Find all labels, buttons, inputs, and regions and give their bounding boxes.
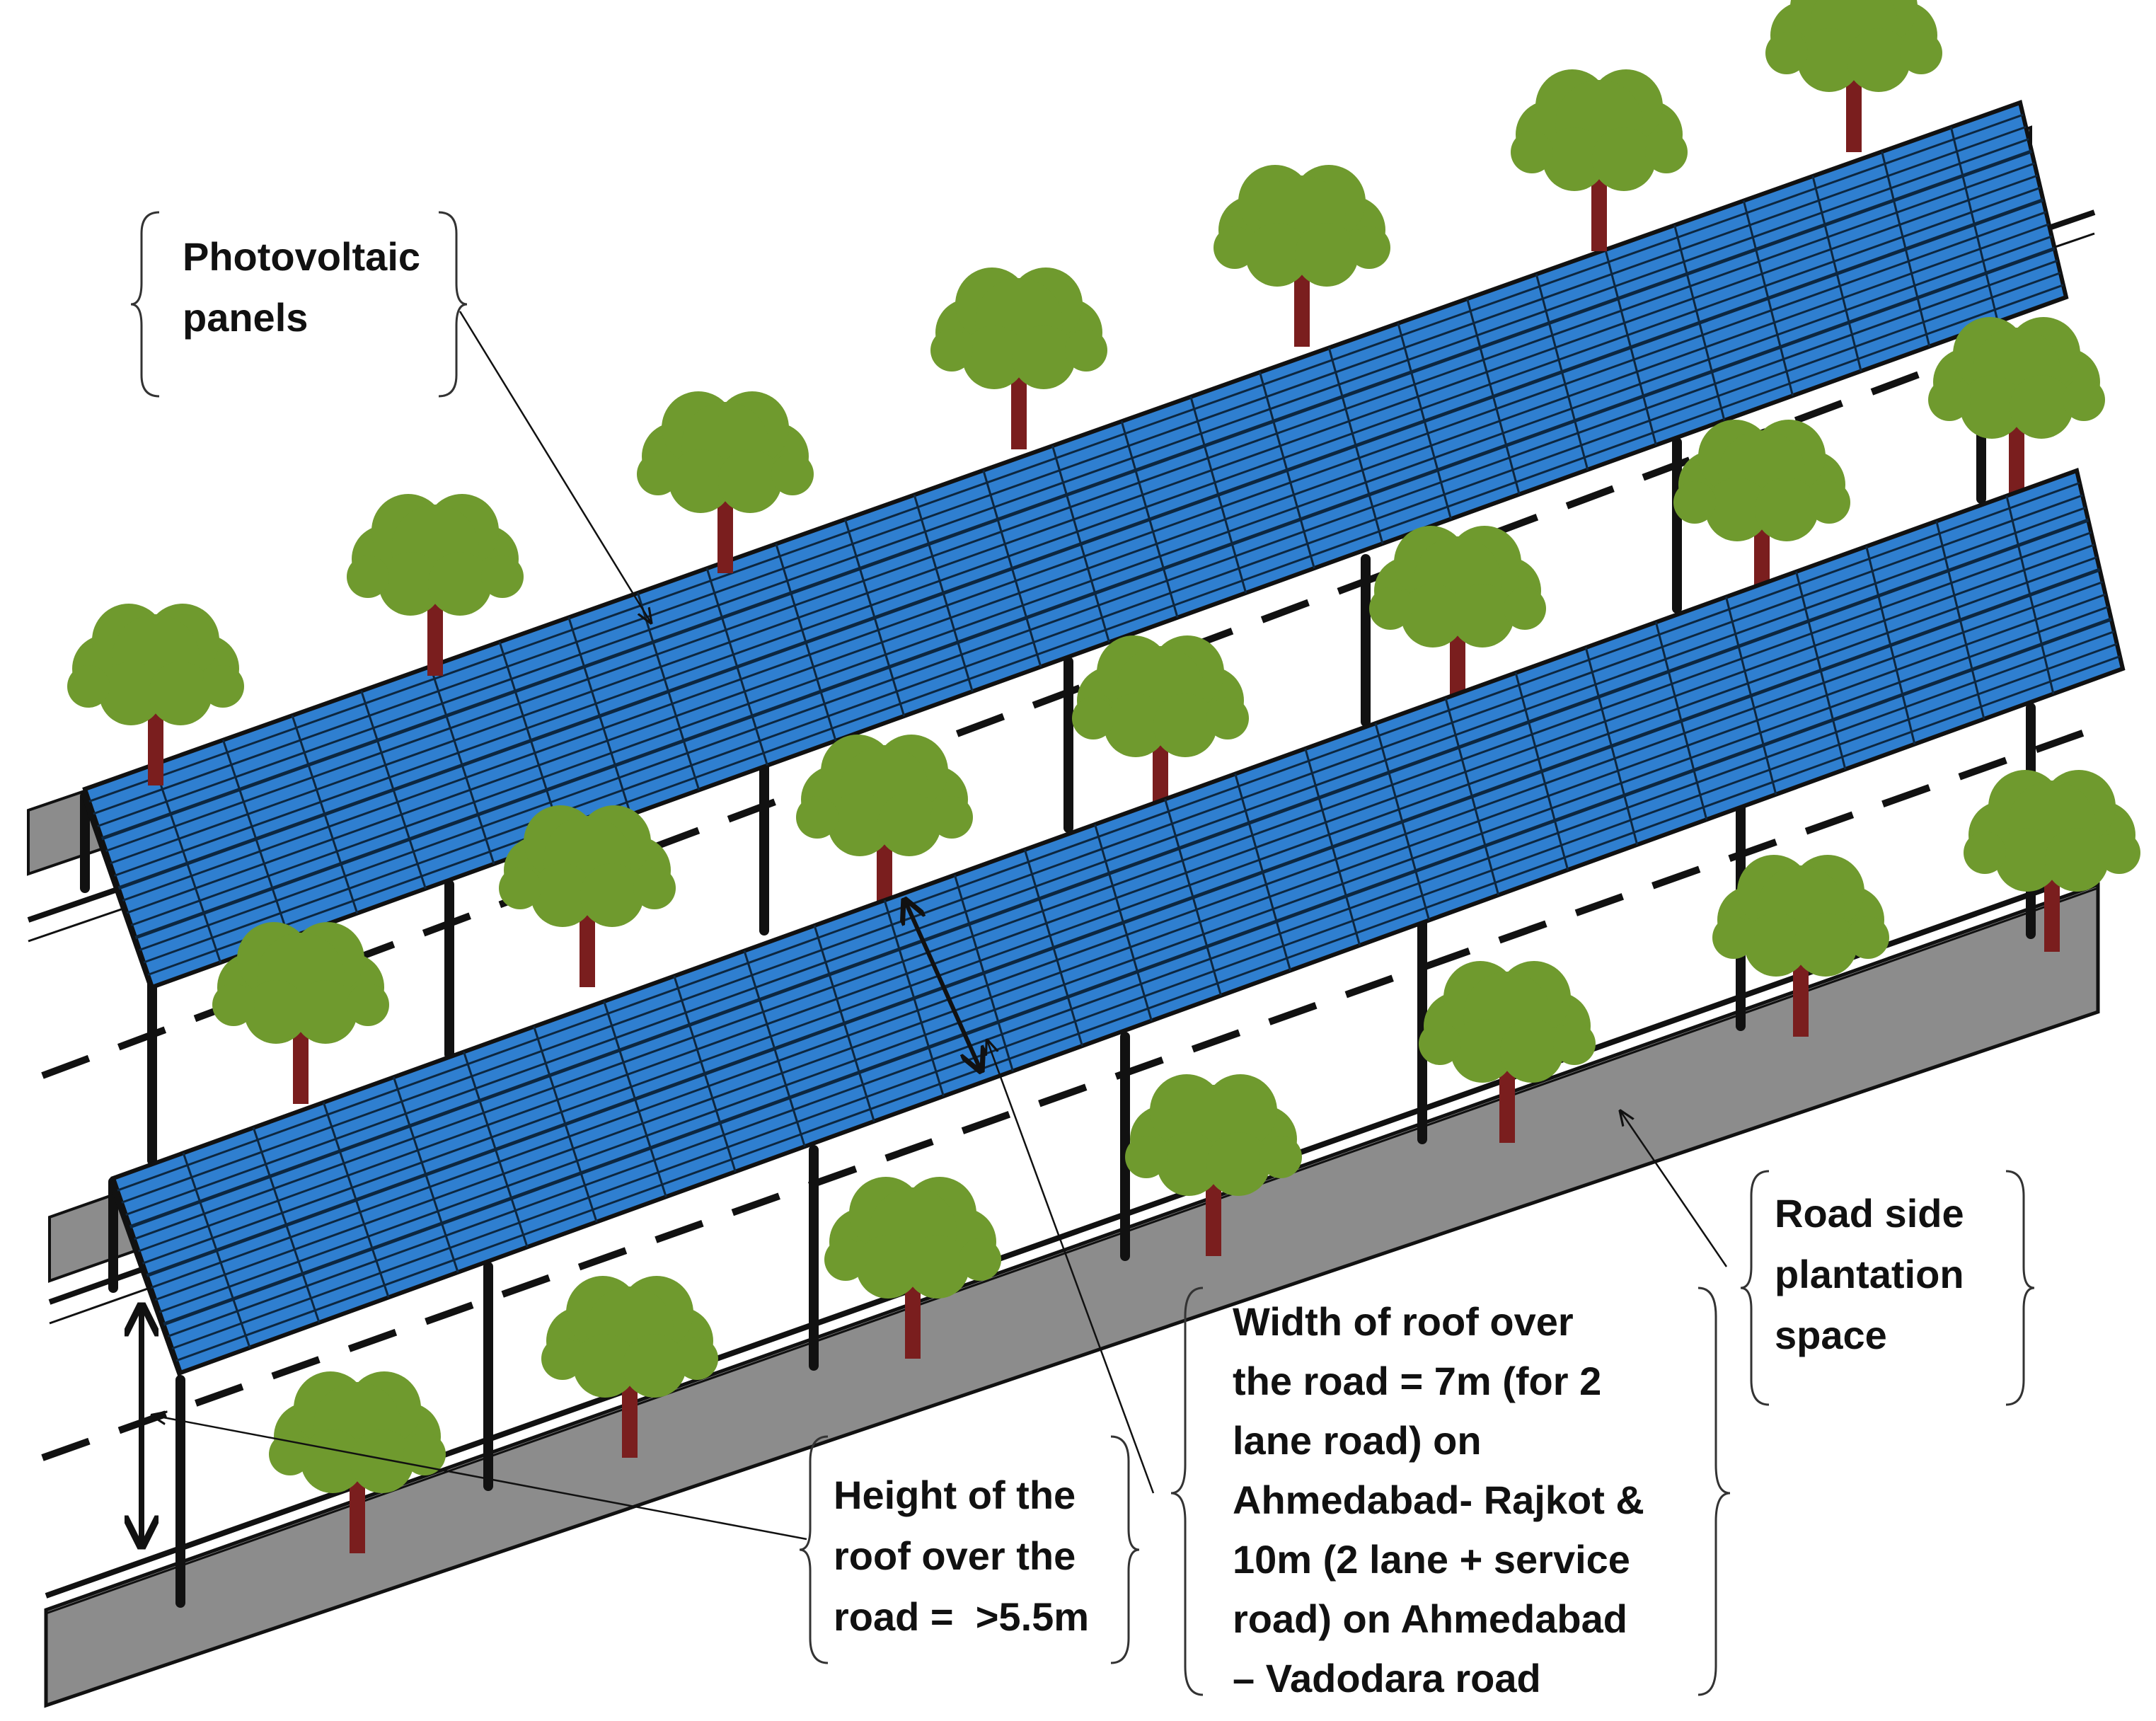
panel-column-line xyxy=(673,975,737,1173)
panel-column-line xyxy=(1935,521,1985,720)
roof-width-label: Width of roof over the road = 7m (for 2 … xyxy=(1233,1299,1644,1700)
lower-photovoltaic-roof xyxy=(110,468,2126,1383)
panel-column-line xyxy=(1094,824,1153,1021)
brace-icon xyxy=(130,211,2035,1696)
panel-column-line xyxy=(322,1102,390,1298)
tree-icon xyxy=(1765,0,1942,152)
photovoltaic-panels-label: Photovoltaic panels xyxy=(183,234,421,340)
panel-column-line xyxy=(1444,698,1500,896)
panel-column-line xyxy=(813,925,875,1122)
panel-column-line xyxy=(2005,495,2055,694)
tree-icon xyxy=(1511,69,1688,251)
roadside-plantation-strip xyxy=(44,882,2100,1708)
panel-column-line xyxy=(1811,175,1862,372)
panel-column-line xyxy=(533,1026,598,1223)
roof-height-label: Height of the roof over the road = >5.5m xyxy=(834,1473,1090,1639)
panel-column-line xyxy=(1397,323,1452,519)
panel-column-line xyxy=(291,715,359,914)
panel-column-line xyxy=(1865,546,1916,744)
panel-column-line xyxy=(153,764,222,963)
tree-icon xyxy=(1214,165,1390,347)
panel-column-line xyxy=(1949,127,1999,323)
panel-column-line xyxy=(182,1152,251,1348)
upper-photovoltaic-roof xyxy=(81,100,2069,998)
panel-column-line xyxy=(1164,798,1222,996)
panel-column-line xyxy=(1466,298,1521,495)
panel-column-line xyxy=(705,568,768,766)
panel-column-line xyxy=(1725,597,1777,795)
panel-column-line xyxy=(463,1051,529,1248)
panel-column-line xyxy=(360,690,427,890)
panel-column-line xyxy=(1584,647,1639,846)
panel-column-line xyxy=(221,739,290,938)
panel-column-line xyxy=(1795,571,1847,770)
tree-icon xyxy=(499,805,676,987)
panel-column-line xyxy=(1189,396,1247,594)
panel-column-line xyxy=(1234,773,1292,971)
panel-column-line xyxy=(393,1076,459,1273)
panel-column-line xyxy=(1374,723,1431,921)
lane-markings xyxy=(41,329,2096,1461)
panel-column-line xyxy=(1742,200,1794,396)
panel-column-line xyxy=(1259,372,1315,569)
panel-column-line xyxy=(1051,445,1110,643)
width-dimension-arrow xyxy=(906,902,980,1069)
panel-column-line xyxy=(1604,249,1657,446)
panel-column-line xyxy=(1327,347,1384,544)
panel-column-line xyxy=(1023,849,1083,1047)
panel-column-line xyxy=(252,1127,321,1323)
tree-icon xyxy=(212,922,389,1104)
tree-icon xyxy=(930,267,1107,449)
panel-column-line xyxy=(844,519,906,717)
panel-column-line xyxy=(1673,224,1726,421)
panel-column-line xyxy=(1304,748,1361,946)
panel-column-line xyxy=(567,617,632,815)
panel-column-line xyxy=(1535,274,1589,471)
leader-lines xyxy=(152,311,1728,1541)
panel-column-line xyxy=(429,666,495,865)
panel-column-line xyxy=(913,494,974,692)
panel-column-line xyxy=(775,543,837,742)
panel-column-line xyxy=(982,470,1042,667)
road-side-plantation-label: Road side plantation space xyxy=(1775,1191,1964,1357)
panel-column-line xyxy=(1120,420,1179,618)
panel-column-line xyxy=(743,950,806,1147)
panel-column-line xyxy=(603,1001,667,1197)
panel-column-line xyxy=(1654,621,1708,820)
panel-column-line xyxy=(1514,672,1569,870)
panel-column-line xyxy=(1881,151,1931,347)
